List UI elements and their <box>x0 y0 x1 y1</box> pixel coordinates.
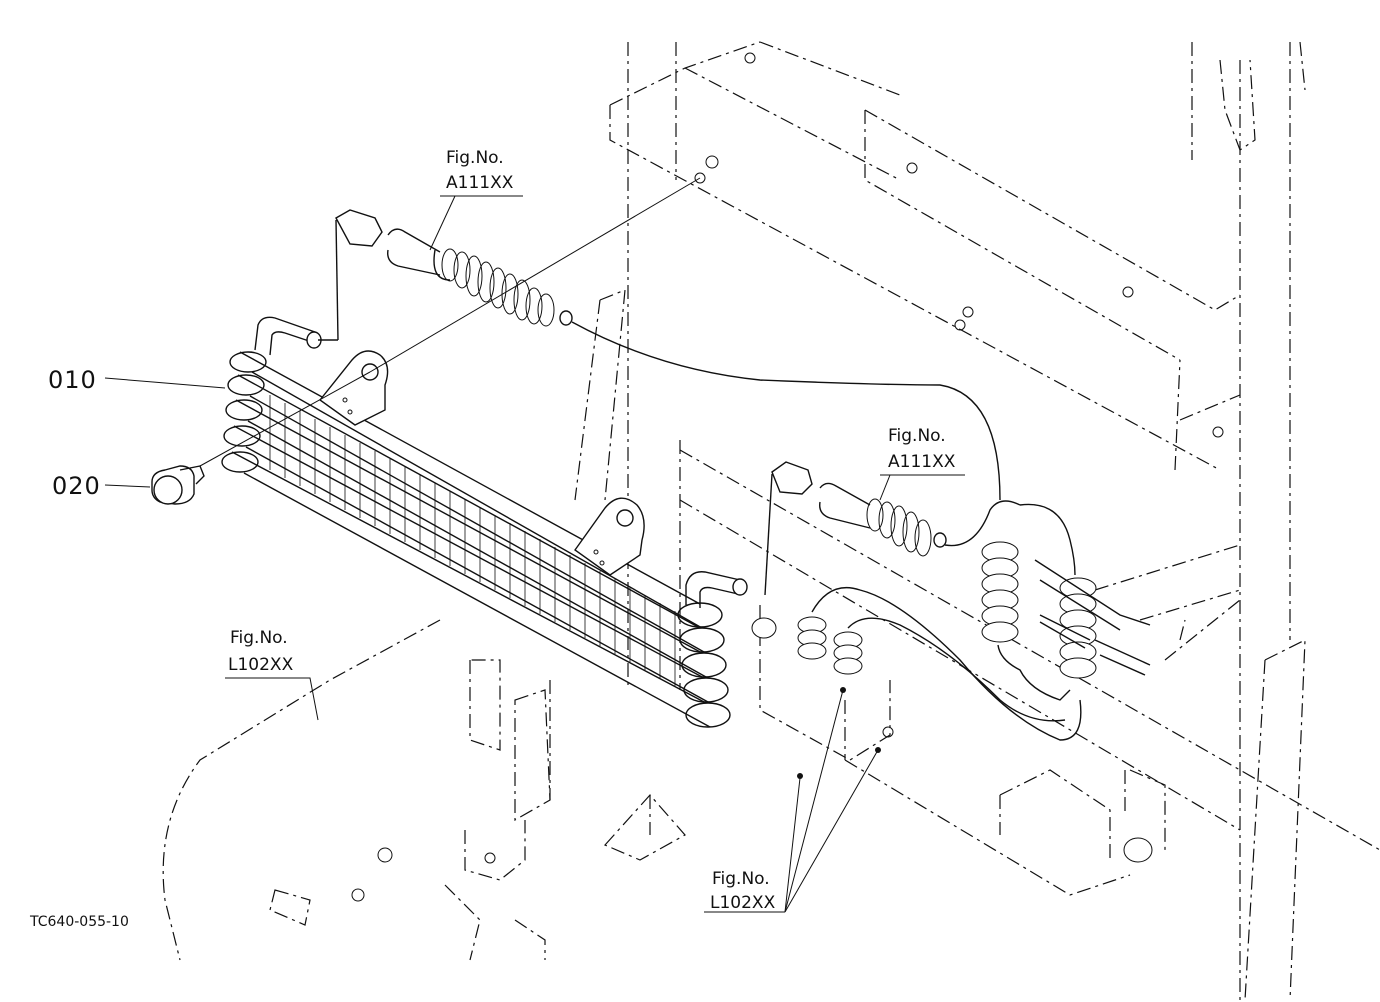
fig-caption-bottom: Fig.No. <box>712 869 770 889</box>
fig-caption-left: Fig.No. <box>230 628 288 648</box>
oil-cooler <box>221 316 748 728</box>
bolt <box>151 371 371 505</box>
fig-caption-top: Fig.No. <box>446 148 504 168</box>
part-number-020: 020 <box>52 472 101 500</box>
fig-ref-a111-mid: A111XX <box>888 452 956 472</box>
hose-middle <box>764 461 1021 596</box>
leader-lines <box>104 177 965 913</box>
part-number-010: 010 <box>48 366 97 394</box>
fig-ref-l102-left: L102XX <box>228 655 294 675</box>
chassis-frame <box>162 41 1380 1001</box>
fittings <box>751 503 1153 863</box>
fig-caption-mid: Fig.No. <box>888 426 946 446</box>
fig-ref-l102-bottom: L102XX <box>710 893 776 913</box>
hose-upper <box>318 209 1001 501</box>
drawing-code: TC640-055-10 <box>29 914 129 930</box>
fig-ref-a111-top: A111XX <box>446 173 514 193</box>
